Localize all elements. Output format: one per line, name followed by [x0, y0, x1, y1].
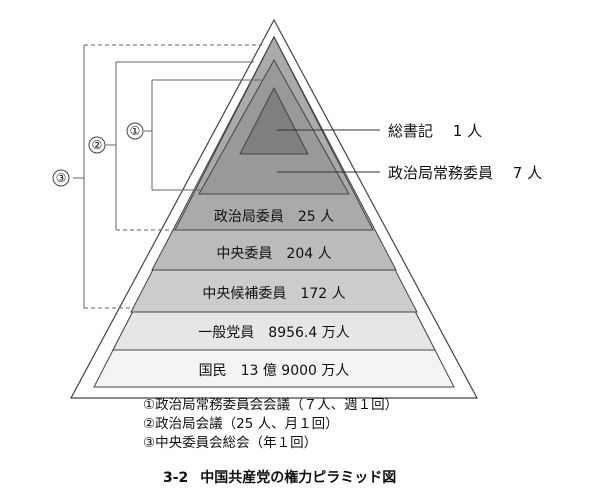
legend: ①政治局常務委員会会議（７人、週１回） ②政治局会議（25 人、月１回） ③中央… [143, 396, 563, 453]
marker-1-label: ① [130, 124, 141, 138]
bracket-3 [73, 44, 262, 309]
marker-3: ③ [52, 169, 70, 187]
tier-label-people: 国民 13 億 9000 万人 [199, 363, 350, 379]
marker-2-label: ② [92, 138, 103, 152]
bracket-2 [106, 61, 254, 231]
tier-label-members: 一般党員 8956.4 万人 [198, 325, 349, 341]
legend-item-3: ③中央委員会総会（年１回） [143, 435, 318, 451]
tier-label-politburo: 政治局委員 25 人 [214, 209, 334, 225]
figure-caption: 3-2 中国共産党の権力ピラミッド図 [163, 467, 483, 487]
bracket-1 [144, 79, 262, 191]
tier-label-alternates: 中央候補委員 172 人 [202, 286, 345, 302]
legend-item-2: ②政治局会議（25 人、月１回） [143, 416, 339, 432]
tier-general-secretary [239, 86, 309, 155]
pyramid-diagram: ③ ② ① 総書記 1 人 政治局常務委員 7 人 政治局委員 25 人 中央委… [52, 18, 542, 399]
figure-number: 3-2 [163, 470, 189, 486]
marker-1: ① [126, 122, 144, 140]
legend-item-1: ①政治局常務委員会会議（７人、週１回） [143, 397, 399, 413]
marker-3-label: ③ [56, 171, 67, 185]
marker-2: ② [88, 136, 106, 154]
figure-title: 中国共産党の権力ピラミッド図 [200, 470, 397, 486]
tier-label-central: 中央委員 204 人 [216, 246, 331, 262]
callout-standing-committee: 政治局常務委員 7 人 [388, 164, 542, 182]
callout-general-secretary: 総書記 1 人 [388, 122, 482, 140]
